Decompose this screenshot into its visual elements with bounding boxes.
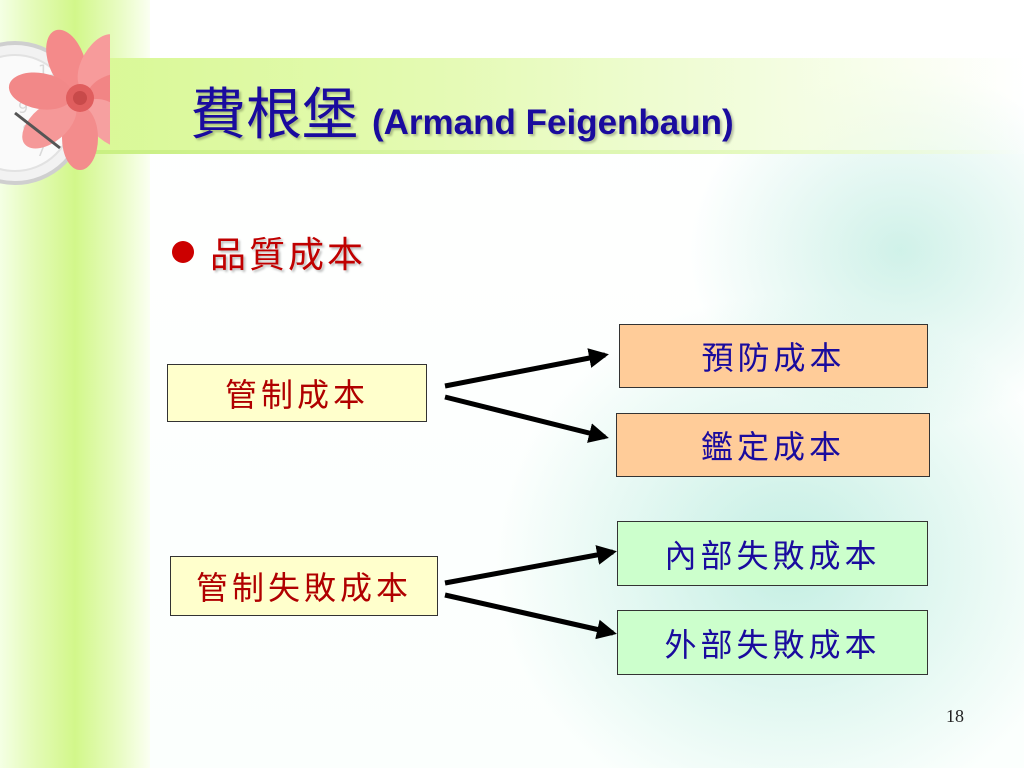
appraisal-cost-box: 鑑定成本	[616, 413, 930, 477]
bullet-text: 品質成本	[210, 235, 367, 276]
control-failure-cost-box: 管制失敗成本	[170, 556, 438, 616]
bullet-dot-icon	[172, 241, 194, 263]
title-english: (Armand Feigenbaun)	[372, 103, 734, 142]
clock-flower-illustration: 11 10 9 8 7	[0, 29, 110, 185]
prevention-cost-box: 預防成本	[619, 324, 928, 388]
svg-text:9: 9	[18, 98, 28, 117]
decorative-title-underline	[0, 150, 1024, 154]
page-number: 18	[946, 706, 964, 726]
internal-failure-cost-box: 內部失敗成本	[617, 521, 928, 586]
arrow-to-internal-failure	[444, 545, 617, 586]
flower-icon	[8, 29, 110, 170]
svg-text:7: 7	[36, 141, 46, 160]
control-cost-box: 管制成本	[167, 364, 427, 422]
slide-title: 費根堡 (Armand Feigenbaun)	[190, 70, 734, 150]
bullet-item: 品質成本	[172, 226, 366, 278]
decorative-title-band	[0, 58, 1024, 154]
arrow-to-prevention	[444, 348, 609, 389]
arrow-to-external-failure	[444, 592, 617, 640]
title-chinese: 費根堡	[190, 83, 358, 148]
arrow-to-appraisal	[444, 394, 609, 443]
external-failure-cost-box: 外部失敗成本	[617, 610, 928, 675]
